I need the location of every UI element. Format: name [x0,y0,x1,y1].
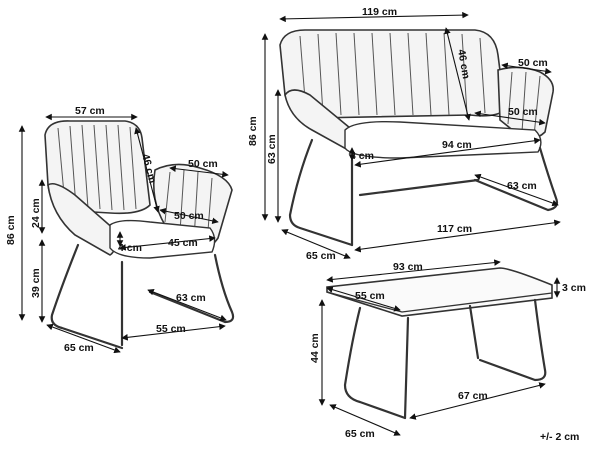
chair-depth-label: 65 cm [64,342,94,354]
chair-leg-width-label: 55 cm [156,323,186,335]
sofa-base-width-label: 117 cm [437,223,472,235]
sofa-armrest-length-label: 50 cm [518,57,548,69]
sofa-seat-depth-label: 50 cm [508,106,538,118]
sofa-leg-depth-label: 63 cm [507,180,537,192]
chair-seat-depth-label: 50 cm [174,210,204,222]
sofa-armrest-height-label: 63 cm [266,134,278,164]
sofa-depth-label: 65 cm [306,250,336,262]
table-depth-top-label: 55 cm [355,290,385,302]
sofa-height-label: 86 cm [247,116,259,146]
table-height-label: 44 cm [309,333,321,363]
sofa-width-label: 119 cm [362,6,397,18]
sofa-cushion-label: 4 cm [350,150,374,162]
chair-leg-depth-label: 63 cm [176,292,206,304]
chair-seat-height-label: 39 cm [30,268,42,298]
table-thickness-label: 3 cm [562,282,586,294]
chair-cushion-label: 4 cm [118,242,142,254]
sofa-drawing [279,29,559,247]
sofa-seat-width-label: 94 cm [442,139,472,151]
tolerance-note: +/- 2 cm [540,431,579,443]
chair-height-label: 86 cm [5,215,17,245]
table-width-label: 93 cm [393,261,423,273]
chair-armrest-length-label: 50 cm [188,158,218,170]
table-depth-label: 65 cm [345,428,375,440]
chair-armrest-height-label: 24 cm [30,198,42,228]
chair-width-label: 57 cm [75,105,105,117]
sofa-back-height-label: 46 cm [455,48,472,79]
table-leg-width-label: 67 cm [458,390,488,402]
chair-seat-width-label: 45 cm [168,237,198,249]
dimension-lines [18,11,561,436]
